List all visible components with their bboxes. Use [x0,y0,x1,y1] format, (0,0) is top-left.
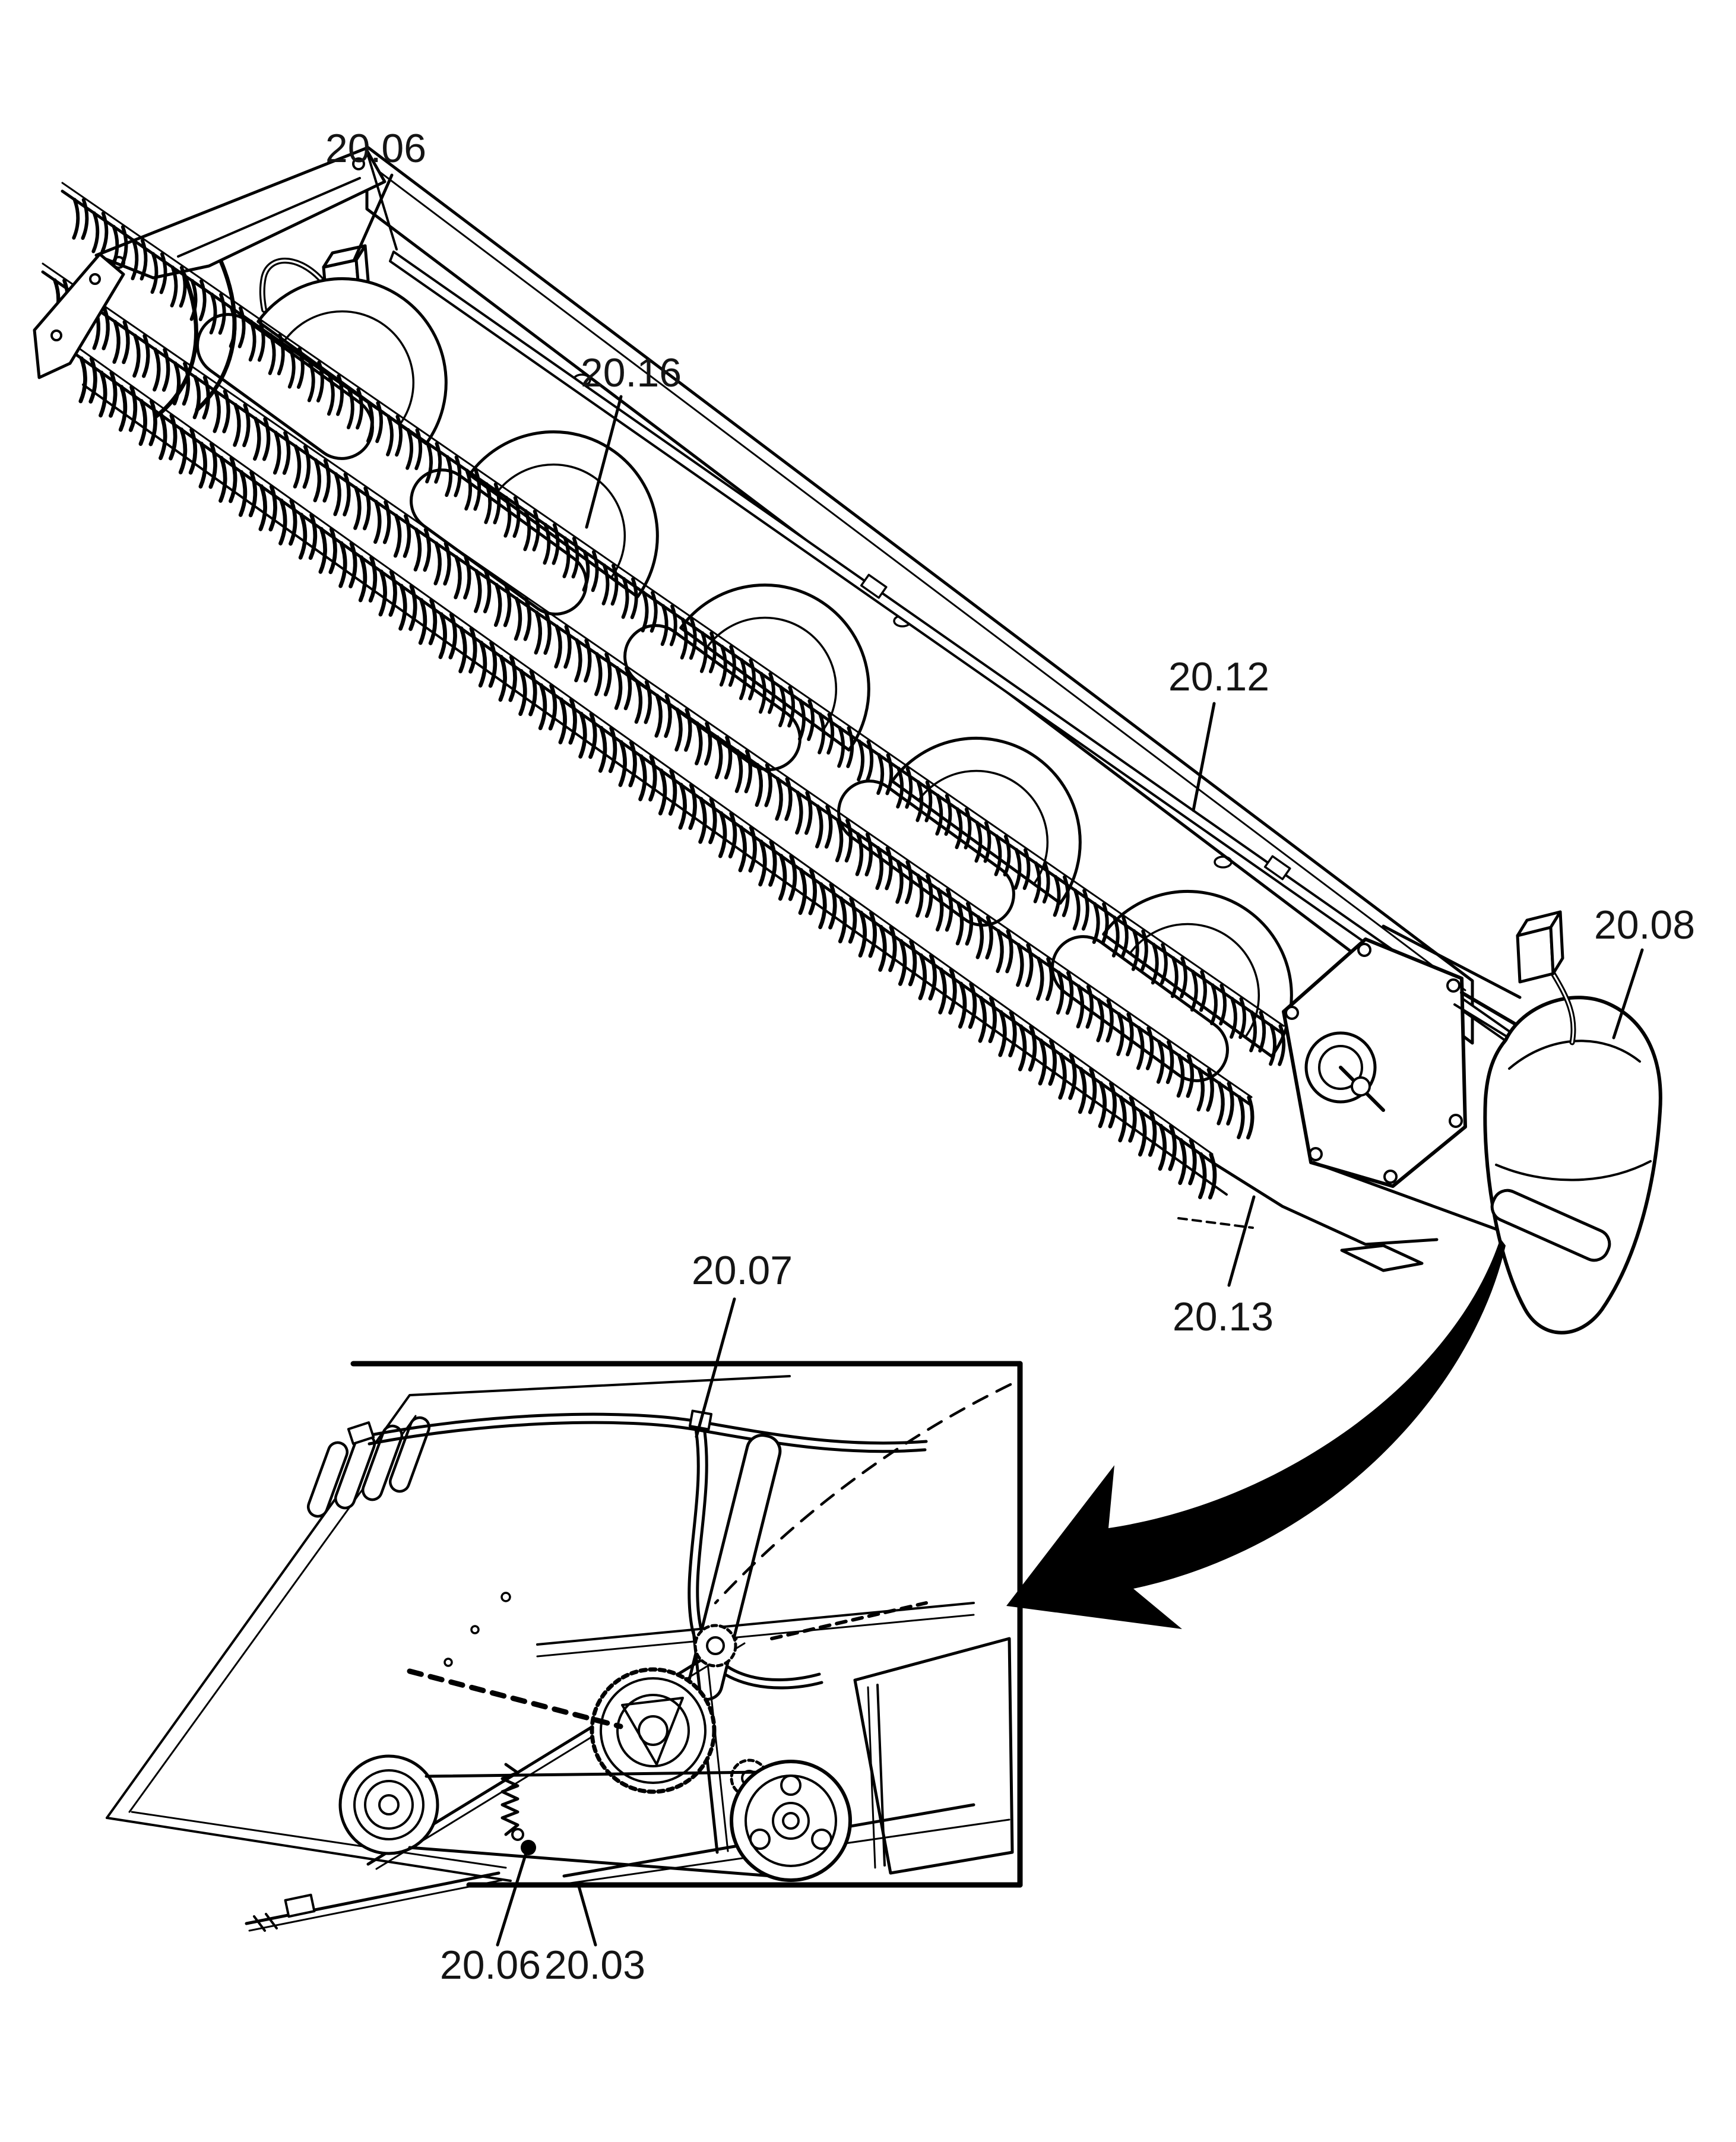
hydraulic-hoses [347,1409,928,1690]
inset-frame [366,1383,1014,1884]
leader-20-08 [1612,948,1644,1040]
belt-pulley [408,1760,852,1882]
sensor-box-right [1516,910,1576,1045]
detail-arrow [1006,1238,1506,1629]
end-shield [1483,996,1662,1335]
callout-20-03: 20.03 [544,1943,645,1988]
inset-box-border [350,1361,1023,1888]
side-sheet [106,1375,791,1882]
tension-spring [500,1763,519,1836]
leader-20-07 [695,1297,736,1438]
leader-20-13 [1227,1195,1256,1287]
callout-labels: 20.06 20.16 20.12 20.08 20.13 20.07 20.0… [325,126,1695,1988]
callout-20-13: 20.13 [1173,1294,1274,1339]
leader-20-03 [576,1883,597,1947]
main-drawing [33,145,1662,1335]
right-end-assembly [1177,924,1553,1272]
leader-20-16 [585,395,623,529]
callout-20-08: 20.08 [1594,902,1695,948]
cam-discs [256,277,1293,1058]
leader-lines [353,173,1644,1947]
callout-20-06-top: 20.06 [325,126,426,171]
leader-20-06-bottom [496,1848,529,1947]
callout-20-07: 20.07 [692,1248,793,1293]
callout-20-12: 20.12 [1168,654,1269,699]
knife-drive [245,1828,536,1932]
inset-detail [106,1361,1023,1932]
leader-20-12 [1192,702,1216,812]
pickup-drums [196,313,1229,1082]
callout-20-06-bottom: 20.06 [440,1943,541,1988]
left-end-plate [33,252,125,379]
leader-20-06-top [353,173,394,261]
drive-pulley [338,1754,439,1855]
callout-20-16: 20.16 [581,350,682,395]
